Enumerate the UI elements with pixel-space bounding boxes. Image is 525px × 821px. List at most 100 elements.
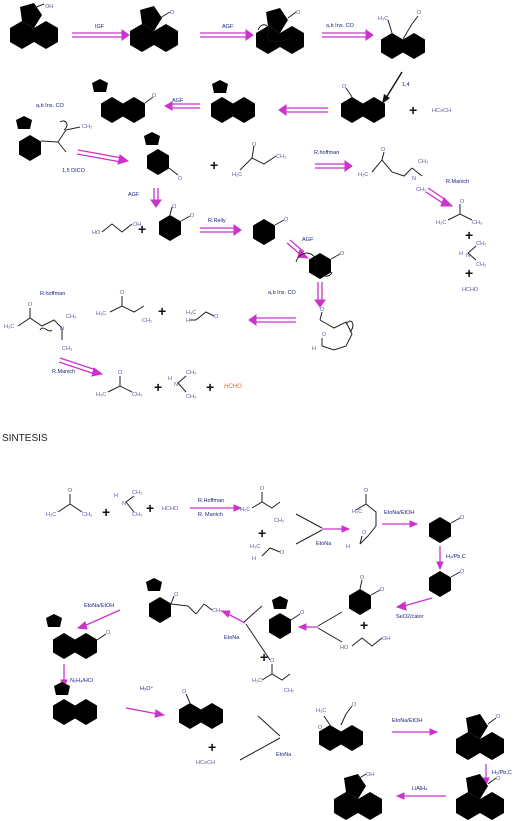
ketal-ketone-chain	[16, 116, 81, 161]
h3c-label: H₃C	[378, 16, 388, 22]
n-label: N	[412, 176, 416, 182]
label-agf-4: AGF	[302, 237, 314, 243]
label-ab-ins-co-1: a,b Ins. CO	[326, 23, 355, 29]
o-label: O	[460, 515, 465, 521]
acetylene-label: HC≡CH	[432, 108, 451, 114]
o-label: O	[284, 217, 289, 223]
cyclohexenone-cut	[309, 253, 341, 279]
h3c-label: H₃C	[436, 220, 446, 226]
double-arrow-ab-ins-co-3	[314, 282, 326, 308]
double-arrow-r-manich-1	[425, 187, 454, 207]
ch3-label: CH₃	[418, 159, 428, 165]
o-label: O	[320, 307, 325, 313]
h-label: H	[252, 556, 256, 562]
bicyclic-ketone-alkene	[341, 87, 385, 123]
arrow-etona-etoh-1	[382, 520, 419, 528]
ch3-label: CH₃	[132, 512, 142, 518]
o-label: O	[380, 587, 385, 593]
h3c-label: H₃C	[46, 512, 56, 518]
section-title: SINTESIS	[2, 433, 48, 444]
syn-acetone	[57, 494, 83, 513]
syn-mvk-2	[261, 664, 291, 681]
o-label: O	[296, 10, 301, 16]
ethylene-glycol-1	[101, 223, 133, 233]
ho-label: HO	[92, 230, 101, 236]
h3c-label: H₃C	[358, 172, 368, 178]
o-label: O	[417, 10, 422, 16]
cyclohexanone-1	[253, 219, 285, 245]
ketal-bicyclic-alkene	[211, 80, 255, 123]
o-label: O	[364, 488, 369, 494]
diketone-bicyclic	[381, 15, 425, 59]
ketal-enone-bicyclic	[92, 79, 154, 123]
h3c-label: H₃C	[352, 509, 362, 515]
o-label: O	[300, 610, 305, 616]
label-1-4: 1,4	[402, 82, 410, 88]
ch2-label: CH₂	[274, 518, 284, 524]
o-label: O	[270, 658, 275, 664]
o-label: O	[496, 714, 501, 720]
tricyclic-ketone-1	[130, 6, 178, 52]
o-label: O	[118, 370, 123, 376]
plus-sign: +	[138, 221, 146, 237]
syn-tricyclic-alcohol	[334, 773, 382, 820]
mannich-base-2	[17, 308, 63, 340]
hcho-label: HCHO	[162, 506, 179, 512]
plus-sign: +	[154, 379, 162, 395]
n-label: N	[60, 326, 64, 332]
black-arrow-1-4	[382, 71, 403, 104]
syn-diketone-bicyclic	[319, 705, 363, 751]
label-r-reily: R.Reily	[208, 218, 226, 224]
syn-cyclohexanedione	[349, 579, 381, 615]
double-arrow-r-reily	[200, 224, 242, 236]
plus-sign: +	[210, 157, 218, 173]
disconnection-mark-4	[345, 320, 354, 333]
arrow-seo2	[395, 597, 433, 611]
syn-bicyclic-ketone	[179, 693, 223, 729]
dimethylamine-2	[177, 375, 187, 393]
double-arrow-igf	[72, 29, 130, 41]
disconnection-mark-3	[295, 252, 333, 277]
oh-label: OH	[133, 222, 141, 228]
o-label: O	[381, 147, 386, 153]
hcho-italic-label: HCHO	[224, 384, 242, 390]
o-label: O	[172, 204, 177, 210]
double-arrow-agf-3	[150, 188, 162, 208]
label-agf-2: AGF	[172, 98, 184, 104]
label-etona-etoh-3: EtoNa/EtOH	[392, 718, 422, 724]
plus-sign: +	[260, 649, 268, 665]
methyl-vinyl-ketone-1	[239, 145, 277, 171]
label-etona-etoh-2: EtoNa/EtOH	[84, 603, 114, 609]
h3c-label: H₃C	[96, 311, 106, 317]
syn-ketal-cyclohexanone	[269, 596, 301, 639]
o-label: O	[460, 569, 465, 575]
o-label: O	[280, 550, 285, 556]
double-arrow-r-manich-2	[58, 357, 104, 377]
label-h3o: H₃O⁺	[140, 685, 153, 692]
arrow-etona-etoh-3	[392, 728, 439, 736]
ch3-label: CH₃	[82, 512, 92, 518]
ch3-label: CH₃	[472, 220, 482, 226]
o-label: O	[170, 10, 175, 16]
converging-lines-1	[295, 513, 323, 545]
oh-label: OH	[382, 636, 390, 642]
hcho-label: HCHO	[462, 287, 479, 293]
h2c-label: H₂C	[232, 172, 242, 178]
label-etona-2: EtoNa	[224, 635, 240, 641]
converging-lines-3	[243, 605, 271, 661]
converging-lines-4	[239, 715, 281, 761]
label-h2-pdc-2: H₂/Pb,C	[492, 770, 512, 776]
acetaldehyde-1	[190, 311, 215, 321]
ch3-label: CH₃	[132, 392, 142, 398]
o-label: O	[152, 93, 157, 99]
o-label: O	[362, 530, 367, 536]
disconnection-mark-5	[39, 327, 53, 332]
plus-sign: +	[360, 617, 368, 633]
o-label: O	[174, 592, 179, 598]
ch3-label: CH₃	[186, 394, 196, 400]
o-label: O	[342, 84, 347, 90]
h-label: H	[114, 493, 118, 499]
plus-sign: +	[102, 504, 110, 520]
h-label: H	[312, 346, 316, 352]
